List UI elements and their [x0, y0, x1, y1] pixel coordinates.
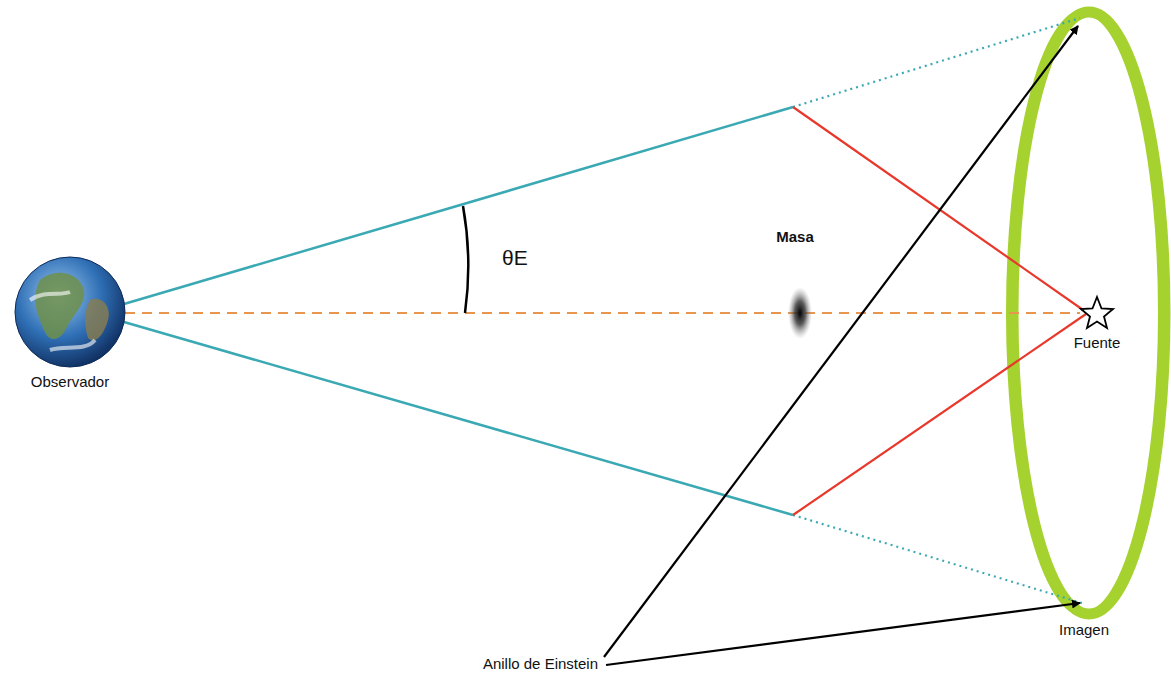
angle-arc	[463, 206, 468, 313]
angle-label: θE	[502, 246, 528, 269]
earth-observer	[15, 257, 125, 367]
apparent-ray-extension	[793, 515, 1085, 604]
lens-mass	[788, 287, 812, 339]
apparent-ray	[124, 322, 793, 515]
apparent-ray-extension	[793, 18, 1080, 107]
ring-label: Anillo de Einstein	[483, 656, 598, 673]
image-label: Imagen	[1059, 622, 1109, 639]
source-star	[1081, 297, 1113, 328]
real-ray	[793, 314, 1086, 515]
apparent-ray	[124, 107, 793, 304]
mass-label: Masa	[776, 229, 814, 246]
source-label: Fuente	[1074, 335, 1121, 352]
leader-arrow	[604, 26, 1078, 657]
observer-label: Observador	[31, 374, 109, 391]
optical-axis	[125, 312, 1080, 314]
leader-arrow	[606, 603, 1080, 665]
